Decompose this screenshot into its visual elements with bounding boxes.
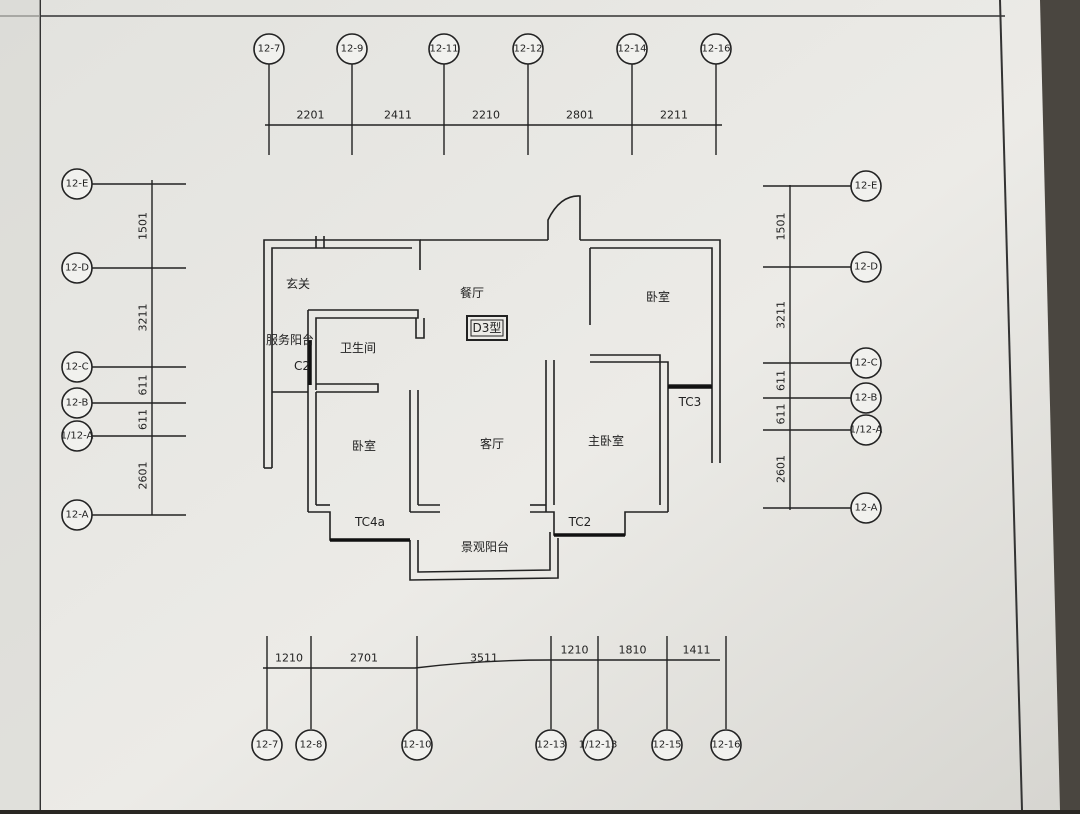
bottom-axis-bubble: 12-10 bbox=[401, 729, 433, 761]
room-label-dining: 餐厅 bbox=[460, 285, 484, 300]
bottom-axis-bubble: 1/12-13 bbox=[579, 729, 618, 761]
right-axis-bubble-label: 1/12-A bbox=[850, 425, 883, 436]
bottom-axis-bubble-label: 12-15 bbox=[652, 740, 681, 751]
window-lines bbox=[308, 340, 712, 542]
top-axis-bubble: 12-16 bbox=[700, 33, 732, 65]
left-dimension-text: 2601 bbox=[137, 462, 150, 490]
left-dimension-text: 3211 bbox=[137, 304, 150, 332]
left-dimension-text: 611 bbox=[137, 409, 150, 430]
bottom-axis-bubble-label: 1/12-13 bbox=[579, 740, 618, 751]
bottom-axis-bubble: 12-16 bbox=[710, 729, 742, 761]
desk-corner bbox=[1040, 0, 1080, 810]
bottom-dimension-line bbox=[263, 659, 720, 669]
bottom-dimension-text: 3511 bbox=[470, 652, 498, 665]
bottom-axis-bubble-label: 12-13 bbox=[536, 740, 565, 751]
unit-type-label: D3型 bbox=[466, 315, 508, 341]
right-axis-bubble-label: 12-B bbox=[855, 393, 878, 404]
bottom-axis-bubble: 12-7 bbox=[251, 729, 283, 761]
bottom-axis-bubble-label: 12-10 bbox=[402, 740, 431, 751]
room-label-master: 主卧室 bbox=[588, 433, 624, 448]
left-axis-bubble-label: 12-B bbox=[66, 398, 89, 409]
bottom-axis-bubble: 12-8 bbox=[295, 729, 327, 761]
top-axis-bubble: 12-9 bbox=[336, 33, 368, 65]
left-axis-bubble: 12-E bbox=[61, 168, 93, 200]
room-label-living: 客厅 bbox=[480, 436, 504, 451]
top-dimension-text: 2211 bbox=[660, 109, 688, 122]
paper-shadow bbox=[0, 0, 40, 810]
left-axis-bubble: 12-A bbox=[61, 499, 93, 531]
right-dimension-text: 611 bbox=[775, 404, 788, 425]
left-axis-bubble: 12-C bbox=[61, 351, 93, 383]
top-axis-bubble-label: 12-11 bbox=[429, 44, 458, 55]
top-axis-bubble-label: 12-14 bbox=[617, 44, 646, 55]
bottom-dimension-text: 1210 bbox=[561, 644, 589, 657]
right-axis-bubble-label: 12-E bbox=[855, 181, 878, 192]
window-label-tc3: TC3 bbox=[678, 395, 702, 409]
bottom-axis-bubble-label: 12-16 bbox=[711, 740, 740, 751]
top-axis-bubble: 12-7 bbox=[253, 33, 285, 65]
right-axis-bubble-label: 12-D bbox=[854, 262, 878, 273]
window-label-tc4a: TC4a bbox=[354, 515, 385, 529]
right-dimension-text: 1501 bbox=[775, 213, 788, 241]
bottom-dimension-text: 2701 bbox=[350, 652, 378, 665]
top-axis-bubble-label: 12-9 bbox=[341, 44, 364, 55]
room-label-service-balcony: 服务阳台 bbox=[266, 332, 314, 347]
left-axis-bubble-label: 12-C bbox=[65, 362, 88, 373]
right-axis-bubble: 12-D bbox=[850, 251, 882, 283]
bottom-axis-bubble-label: 12-8 bbox=[300, 740, 323, 751]
window-label-c2: C2 bbox=[294, 359, 310, 373]
top-axis-bubble: 12-14 bbox=[616, 33, 648, 65]
top-dimension-text: 2201 bbox=[297, 109, 325, 122]
right-axis-bubble: 12-C bbox=[850, 347, 882, 379]
left-axis-bubble: 12-D bbox=[61, 252, 93, 284]
left-axis-bubble-label: 1/12-A bbox=[61, 431, 94, 442]
top-axis-bubble-label: 12-16 bbox=[701, 44, 730, 55]
room-label-view-balcony: 景观阳台 bbox=[461, 539, 509, 554]
top-axis-bubble-label: 12-12 bbox=[513, 44, 542, 55]
bottom-dimension-text: 1810 bbox=[619, 644, 647, 657]
top-axis-bubble: 12-12 bbox=[512, 33, 544, 65]
right-dimension-text: 2601 bbox=[775, 455, 788, 483]
right-axis-bubble: 12-A bbox=[850, 492, 882, 524]
left-axis-bubble: 1/12-A bbox=[61, 420, 94, 452]
top-dimension-text: 2210 bbox=[472, 109, 500, 122]
right-dimension-text: 3211 bbox=[775, 301, 788, 329]
right-axis-bubble-label: 12-C bbox=[854, 358, 877, 369]
left-axis-bubble-label: 12-A bbox=[66, 510, 89, 521]
right-axis-bubble: 12-E bbox=[850, 170, 882, 202]
top-dimension-text: 2411 bbox=[384, 109, 412, 122]
left-axis-bubble: 12-B bbox=[61, 387, 93, 419]
top-dimension-text: 2801 bbox=[566, 109, 594, 122]
left-dimension-text: 1501 bbox=[137, 212, 150, 240]
room-label-bedroom-sw: 卧室 bbox=[352, 438, 376, 453]
right-axis-bubble-label: 12-A bbox=[855, 503, 878, 514]
top-axis-bubble-label: 12-7 bbox=[258, 44, 281, 55]
unit-type-text: D3型 bbox=[473, 321, 502, 335]
right-axis-bubble: 1/12-A bbox=[850, 414, 883, 446]
bottom-dimension-text: 1210 bbox=[275, 652, 303, 665]
left-dimension-text: 611 bbox=[137, 375, 150, 396]
window-label-tc2: TC2 bbox=[568, 515, 592, 529]
left-axis-bubble-label: 12-E bbox=[66, 179, 89, 190]
left-axis-bubble-label: 12-D bbox=[65, 263, 89, 274]
bottom-dimension-text: 1411 bbox=[683, 644, 711, 657]
bottom-axis-bubble: 12-13 bbox=[535, 729, 567, 761]
top-axis-bubble: 12-11 bbox=[428, 33, 460, 65]
room-label-bathroom: 卫生间 bbox=[340, 341, 376, 355]
room-label-entry: 玄关 bbox=[286, 276, 310, 291]
room-label-bedroom-ne: 卧室 bbox=[646, 289, 670, 304]
bottom-axis-bubble: 12-15 bbox=[651, 729, 683, 761]
walls bbox=[263, 195, 721, 581]
bottom-axis-bubble-label: 12-7 bbox=[256, 740, 279, 751]
right-axis-bubble: 12-B bbox=[850, 382, 882, 414]
right-dimension-text: 611 bbox=[775, 370, 788, 391]
